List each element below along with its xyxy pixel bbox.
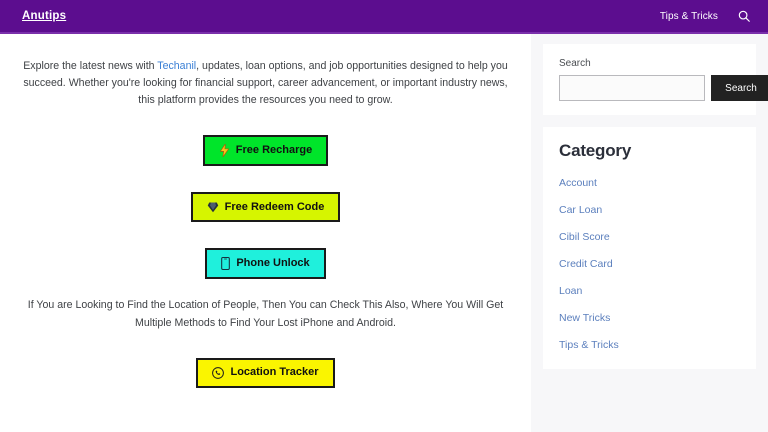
main-content: Explore the latest news with Techanil, u…: [0, 34, 531, 432]
list-item: Car Loan: [559, 200, 740, 218]
category-item-account[interactable]: Account: [559, 177, 597, 189]
site-header: Anutips Tips & Tricks: [0, 0, 768, 34]
category-item-new-tricks[interactable]: New Tricks: [559, 312, 611, 324]
list-item: Account: [559, 173, 740, 191]
button-row-free-redeem-code: Free Redeem Code: [18, 192, 513, 223]
category-widget: Category Account Car Loan Cibil Score Cr…: [543, 127, 756, 369]
phone-unlock-label: Phone Unlock: [236, 257, 310, 270]
mobile-phone-icon: [221, 257, 231, 271]
category-list: Account Car Loan Cibil Score Credit Card…: [559, 173, 740, 353]
category-item-tips-tricks[interactable]: Tips & Tricks: [559, 339, 619, 351]
category-item-cibil-score[interactable]: Cibil Score: [559, 231, 610, 243]
nav-item-tips-and-tricks[interactable]: Tips & Tricks: [659, 10, 718, 22]
phone-unlock-button[interactable]: Phone Unlock: [205, 248, 326, 280]
whatsapp-icon: [212, 366, 225, 379]
button-row-phone-unlock: Phone Unlock: [18, 248, 513, 280]
list-item: Loan: [559, 281, 740, 299]
category-item-loan[interactable]: Loan: [559, 285, 583, 297]
category-title: Category: [559, 141, 632, 160]
site-brand[interactable]: Anutips: [22, 10, 67, 22]
list-item: New Tricks: [559, 308, 740, 326]
page-body: Explore the latest news with Techanil, u…: [0, 34, 768, 432]
search-label: Search: [559, 58, 591, 69]
category-item-credit-card[interactable]: Credit Card: [559, 258, 613, 270]
list-item: Credit Card: [559, 254, 740, 272]
free-recharge-label: Free Recharge: [235, 144, 313, 157]
search-input[interactable]: [559, 75, 705, 101]
free-recharge-button[interactable]: Free Recharge: [202, 135, 329, 167]
location-tracker-button[interactable]: Location Tracker: [196, 357, 335, 388]
search-widget: Search Search: [543, 44, 768, 115]
intro-text-after: , updates, loan options, and job opportu…: [23, 60, 508, 107]
intro-text-before: Explore the latest news with: [23, 60, 158, 72]
intro-paragraph: Explore the latest news with Techanil, u…: [18, 58, 513, 109]
search-icon[interactable]: [736, 8, 752, 24]
button-row-free-recharge: Free Recharge: [18, 135, 513, 167]
location-tracker-label: Location Tracker: [230, 366, 319, 379]
search-form: Search: [559, 75, 768, 101]
search-submit-button[interactable]: Search: [711, 75, 768, 101]
free-redeem-code-button[interactable]: Free Redeem Code: [190, 192, 341, 223]
list-item: Tips & Tricks: [559, 335, 740, 353]
button-row-location-tracker: Location Tracker: [18, 357, 513, 388]
category-item-car-loan[interactable]: Car Loan: [559, 204, 603, 216]
lightning-bolt-icon: [219, 144, 230, 158]
location-paragraph: If You are Looking to Find the Location …: [27, 299, 504, 329]
free-redeem-code-label: Free Redeem Code: [224, 200, 325, 213]
gem-icon: [207, 201, 219, 213]
list-item: Cibil Score: [559, 227, 740, 245]
sidebar: Search Search Category Account Car Loan …: [531, 34, 768, 381]
header-nav: Tips & Tricks: [660, 8, 752, 24]
techanil-link[interactable]: Techanil: [157, 60, 197, 72]
